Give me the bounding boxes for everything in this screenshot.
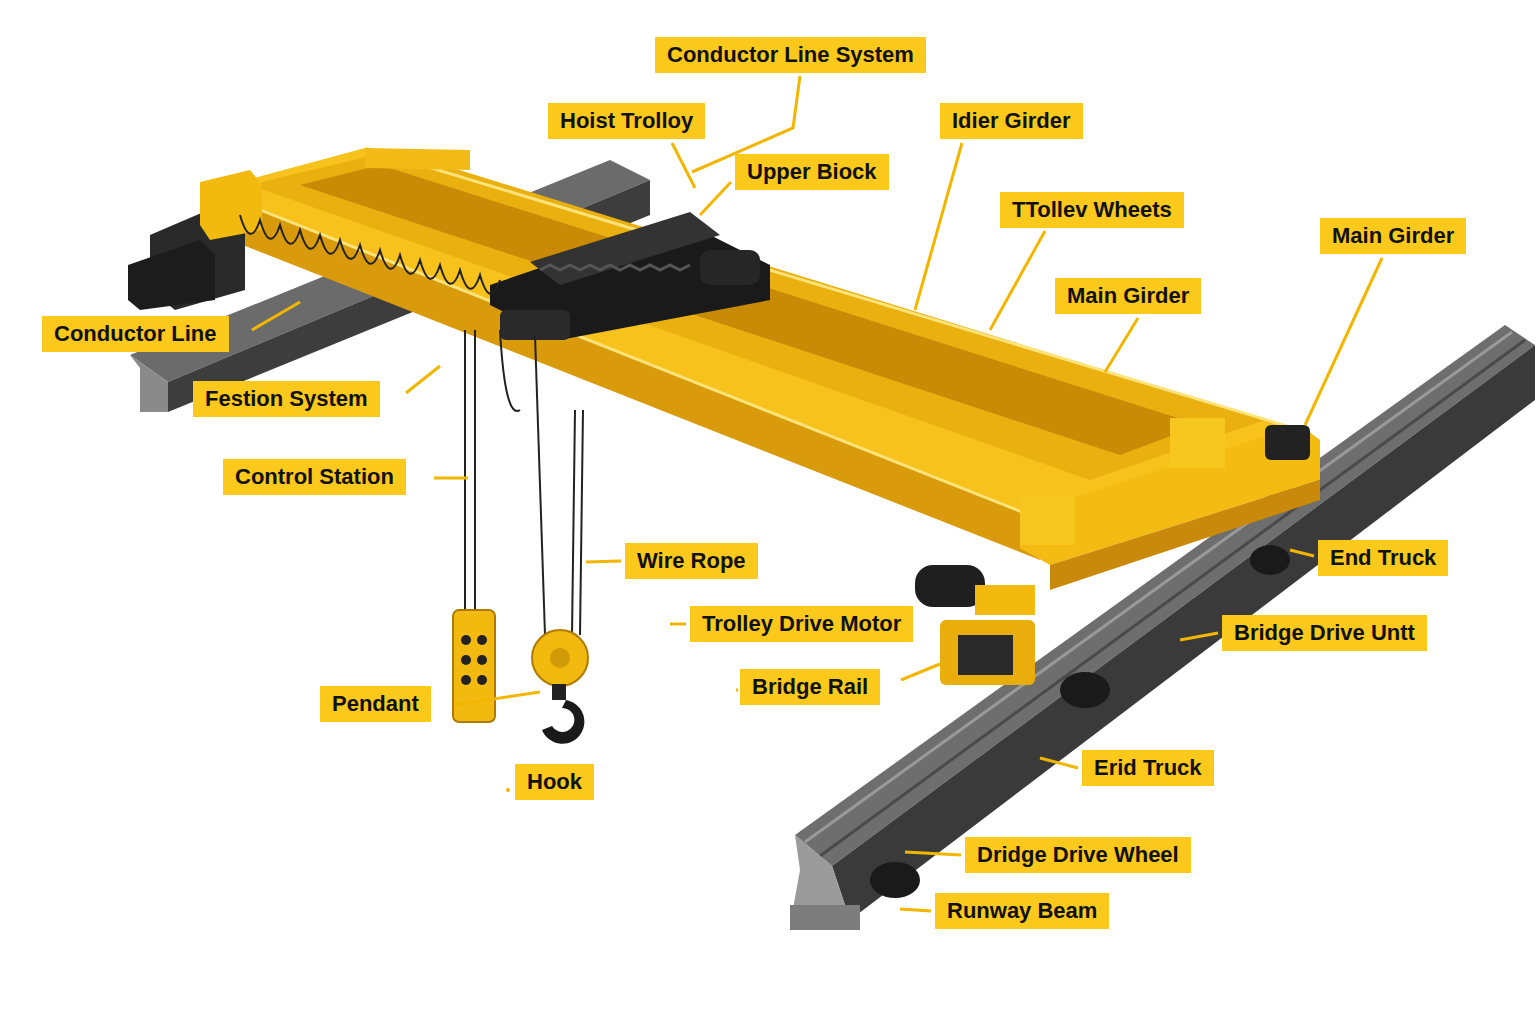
hook-block: [532, 630, 588, 744]
left-end-truck: [128, 170, 262, 310]
part-label: Conductor Line: [42, 316, 229, 352]
hook-marker: [506, 788, 510, 792]
part-label: Bridge Drive Untt: [1222, 615, 1427, 651]
part-label: Hoist Trolloy: [548, 103, 705, 139]
part-label: TTollev Wheets: [1000, 192, 1184, 228]
part-label: Idier Girder: [940, 103, 1083, 139]
part-label: Bridge Rail: [740, 669, 880, 705]
part-label: Main Girder: [1055, 278, 1201, 314]
festoon-cables: [240, 215, 500, 294]
part-label: Dridge Drive Wheel: [965, 837, 1191, 873]
part-label: Conductor Line System: [655, 37, 926, 73]
part-label: Hook: [515, 764, 594, 800]
leader-lines: [252, 76, 1382, 911]
right-end-truck: [1020, 418, 1320, 708]
part-label: Festion System: [193, 381, 380, 417]
part-label: Upper Biock: [735, 154, 889, 190]
part-label: End Truck: [1318, 540, 1448, 576]
part-label: Main Girder: [1320, 218, 1466, 254]
part-label: Wire Rope: [625, 543, 758, 579]
part-label: Pendant: [320, 686, 431, 722]
part-label: Trolley Drive Motor: [690, 606, 913, 642]
part-label: Runway Beam: [935, 893, 1109, 929]
hoist-trolley: [490, 212, 770, 340]
part-label: Control Station: [223, 459, 406, 495]
part-label: Erid Truck: [1082, 750, 1214, 786]
hoist-ropes: [465, 330, 583, 635]
